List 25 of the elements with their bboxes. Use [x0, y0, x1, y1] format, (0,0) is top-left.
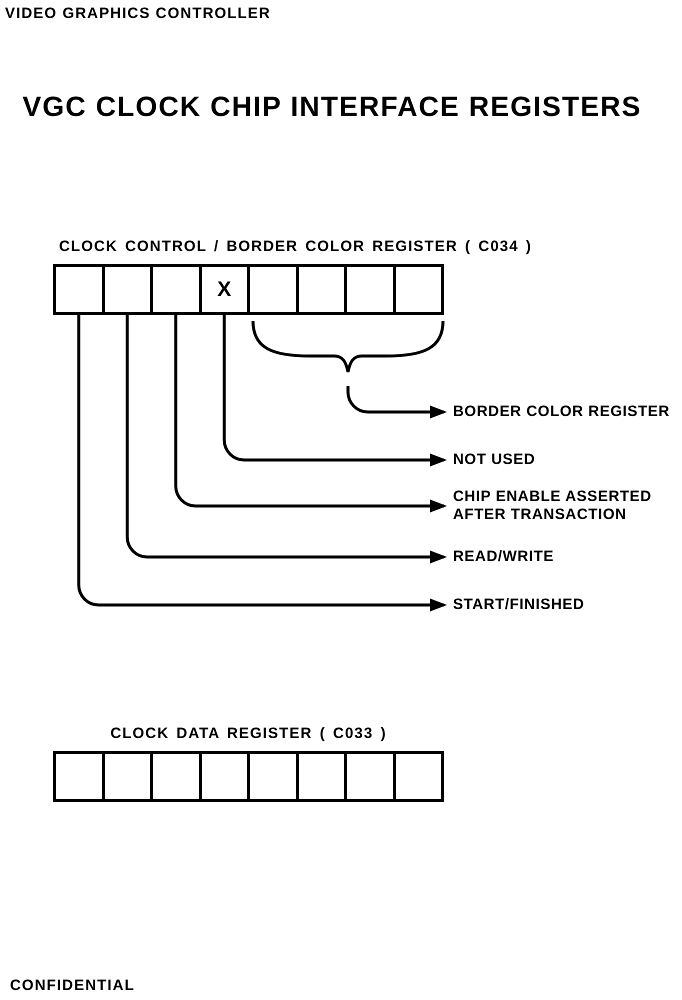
register-heading: CLOCK CONTROL / BORDER COLOR REGISTER ( C034 )	[59, 238, 532, 256]
register-bit	[344, 264, 396, 315]
bit-description: NOT USED	[453, 451, 536, 469]
register-bit	[344, 751, 396, 802]
register-bit	[150, 751, 202, 802]
register-bit	[247, 264, 298, 315]
register-heading: CLOCK DATA REGISTER ( C033 )	[110, 725, 387, 743]
arrow	[222, 315, 447, 466]
page-header: VIDEO GRAPHICS CONTROLLER	[5, 5, 271, 22]
page-footer: CONFIDENTIAL	[10, 977, 135, 994]
bit-description: CHIP ENABLE ASSERTED AFTER TRANSACTION	[453, 488, 667, 524]
bit-description: START/FINISHED	[453, 596, 584, 614]
bit-description: READ/WRITE	[453, 548, 554, 566]
diagram-title: VGC CLOCK CHIP INTERFACE REGISTERS	[22, 92, 642, 123]
arrow	[174, 315, 447, 512]
register-bit	[150, 264, 202, 315]
curly-brace	[250, 320, 446, 374]
register-bit	[53, 264, 104, 315]
register-bit	[53, 751, 104, 802]
arrow	[77, 315, 447, 612]
bit-value: X	[217, 279, 232, 300]
arrow	[346, 386, 447, 418]
register-bit	[247, 751, 298, 802]
bit-description: BORDER COLOR REGISTER	[453, 403, 670, 421]
arrow	[126, 315, 447, 564]
